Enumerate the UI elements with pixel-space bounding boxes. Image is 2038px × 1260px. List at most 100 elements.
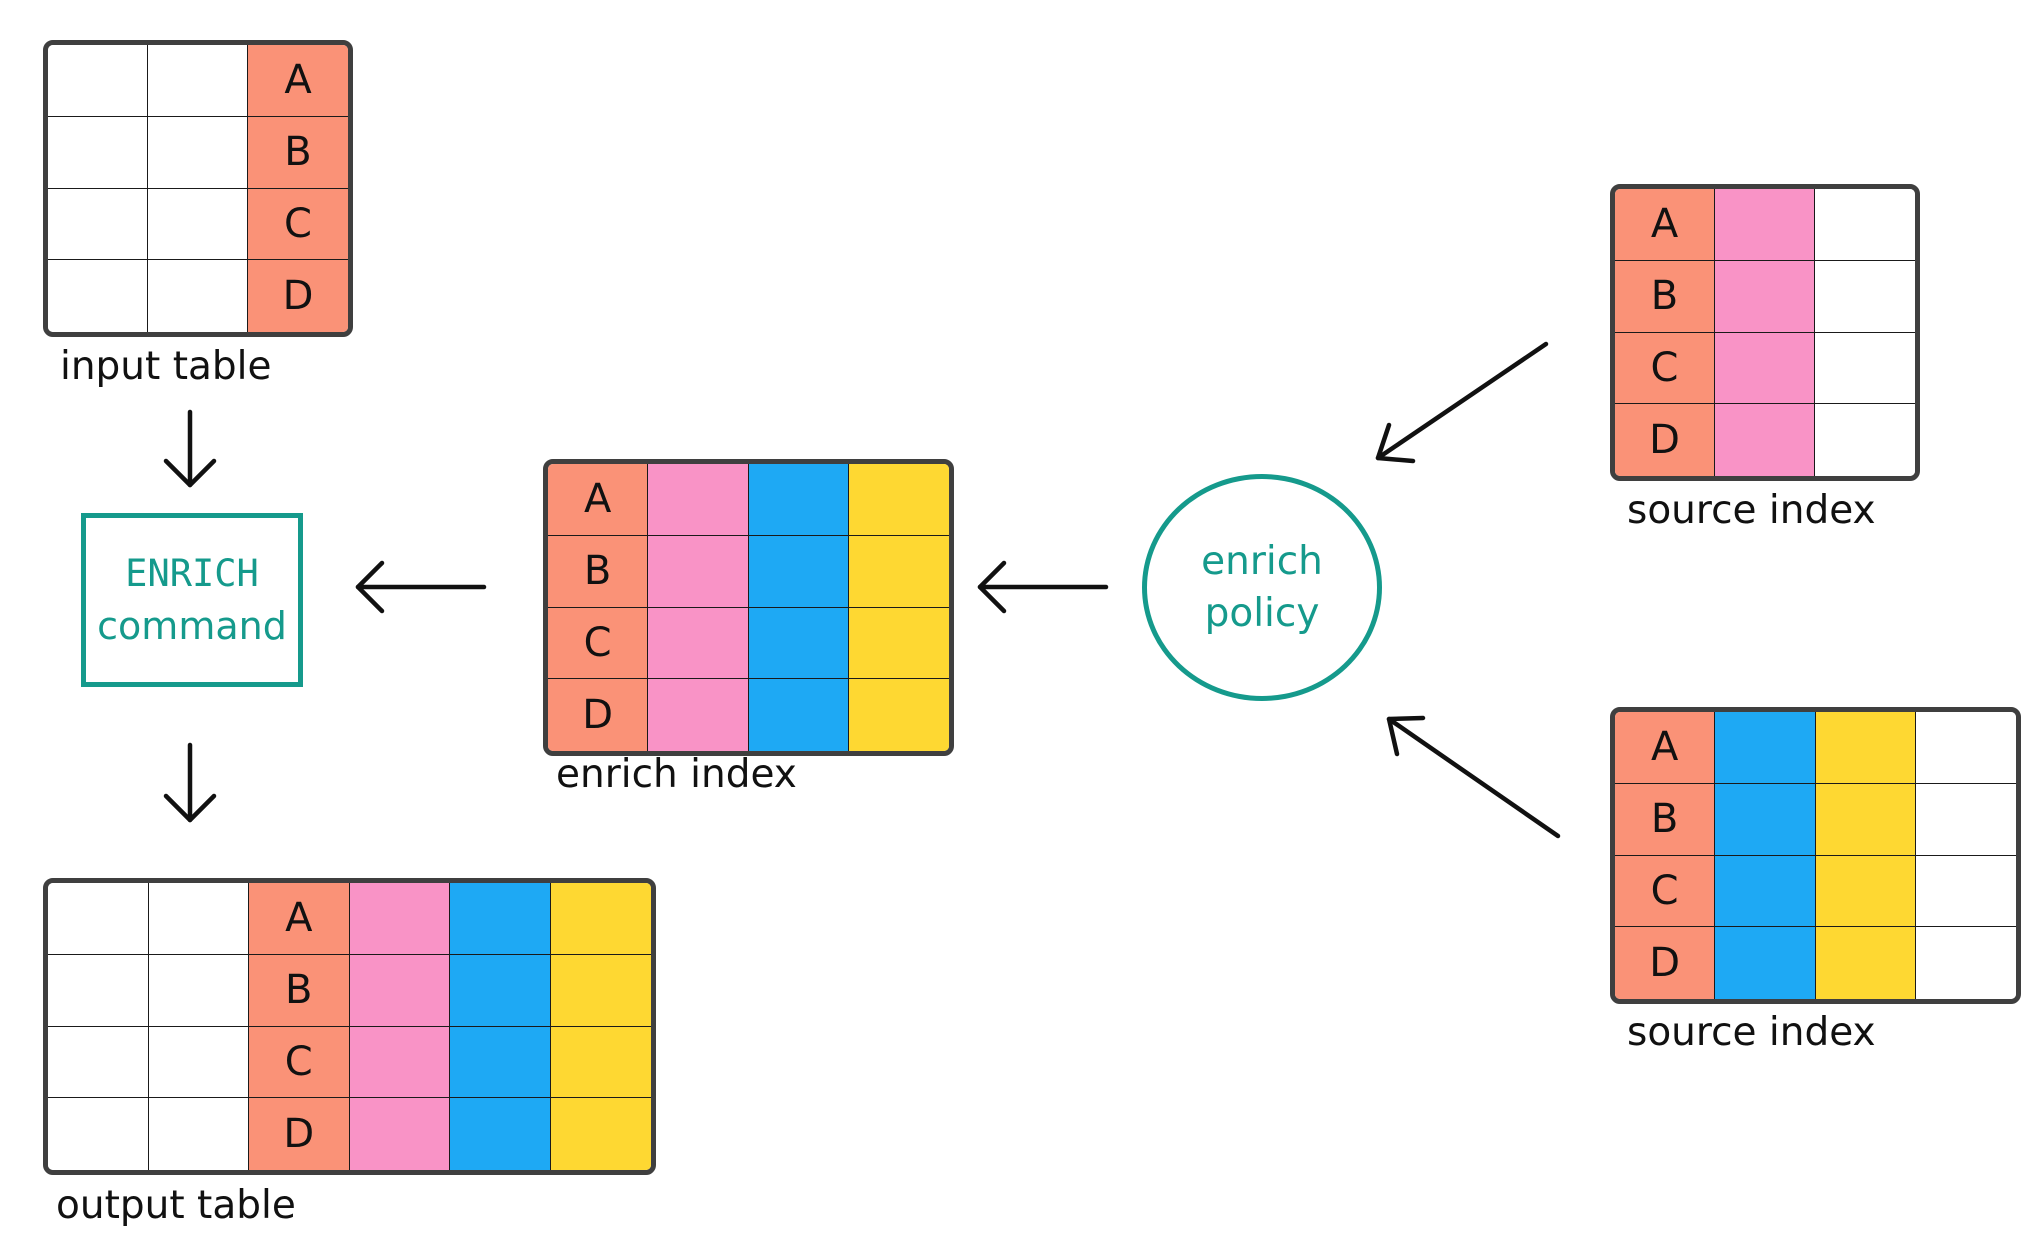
enrich-policy-circle: enrich policy [1142,474,1382,701]
blue-field-cell [748,535,849,608]
blue-field-cell [450,883,551,955]
key-cell: A [548,464,649,536]
key-cell: B [548,535,649,608]
yellow-field-cell [848,535,949,608]
blue-field-cell [748,607,849,680]
yellow-field-cell [848,607,949,680]
key-cell: D [1615,404,1715,476]
key-cell: C [548,607,649,680]
blue-field-cell [450,954,551,1027]
key-cell: D [1615,927,1716,999]
pink-field-cell [1715,404,1815,476]
key-cell: D [248,260,348,332]
key-cell: A [1615,189,1715,261]
yellow-field-cell [848,679,949,751]
key-cell: D [548,679,649,751]
pink-field-cell [1715,332,1815,405]
blue-field-cell [1715,855,1816,928]
empty-field-cell [1915,855,2016,928]
empty-field-cell [1815,260,1915,333]
arrow-source-2-to-policy [1386,715,1561,839]
empty-field-cell [148,954,249,1027]
yellow-field-cell [1815,712,1916,784]
enrich-command-keyword: ENRICH [125,552,259,595]
pink-field-cell [349,1098,450,1170]
yellow-field-cell [550,883,651,955]
yellow-field-cell [1815,783,1916,856]
arrow-enrich-index-to-command [355,560,487,614]
source-index-label-1: source index [1627,488,1876,533]
yellow-field-cell [1815,927,1916,999]
pink-field-cell [349,1026,450,1099]
empty-field-cell [148,188,248,261]
arrow-policy-to-enrich-index [977,560,1109,614]
key-cell: A [1615,712,1716,784]
pink-field-cell [648,535,749,608]
empty-field-cell [48,954,149,1027]
empty-field-cell [48,116,148,189]
blue-field-cell [450,1098,551,1170]
output-table-label: output table [56,1183,296,1228]
pink-field-cell [1715,189,1815,261]
yellow-field-cell [848,464,949,536]
empty-field-cell [48,883,149,955]
empty-field-cell [148,260,248,332]
source-index-label-2: source index [1627,1010,1876,1055]
key-cell: A [249,883,350,955]
key-cell: B [1615,783,1716,856]
empty-field-cell [1815,332,1915,405]
arrow-source-1-to-policy [1375,341,1549,464]
empty-field-cell [1915,712,2016,784]
yellow-field-cell [550,1026,651,1099]
empty-field-cell [48,188,148,261]
arrow-command-to-output [163,742,217,823]
pink-field-cell [349,883,450,955]
key-cell: B [248,116,348,189]
blue-field-cell [748,464,849,536]
pink-field-cell [648,679,749,751]
empty-field-cell [1815,189,1915,261]
key-cell: B [249,954,350,1027]
key-cell: C [1615,332,1715,405]
empty-field-cell [1915,783,2016,856]
empty-field-cell [48,1026,149,1099]
yellow-field-cell [550,1098,651,1170]
yellow-field-cell [1815,855,1916,928]
empty-field-cell [48,1098,149,1170]
pink-field-cell [648,464,749,536]
key-cell: C [1615,855,1716,928]
key-cell: D [249,1098,350,1170]
pink-field-cell [1715,260,1815,333]
pink-field-cell [648,607,749,680]
yellow-field-cell [550,954,651,1027]
blue-field-cell [1715,712,1816,784]
empty-field-cell [148,45,248,117]
empty-field-cell [48,45,148,117]
pink-field-cell [349,954,450,1027]
blue-field-cell [1715,783,1816,856]
blue-field-cell [450,1026,551,1099]
empty-field-cell [148,1098,249,1170]
blue-field-cell [1715,927,1816,999]
key-cell: B [1615,260,1715,333]
empty-field-cell [148,883,249,955]
empty-field-cell [48,260,148,332]
enrich-index-label: enrich index [556,752,797,797]
input-table-label: input table [60,344,272,389]
enrich-policy-line1: enrich [1201,538,1323,584]
arrow-input-to-command [163,409,217,488]
enrich-policy-line2: policy [1204,590,1320,636]
empty-field-cell [148,1026,249,1099]
enrich-command-text: command [97,604,287,648]
empty-field-cell [1915,927,2016,999]
empty-field-cell [148,116,248,189]
key-cell: C [249,1026,350,1099]
empty-field-cell [1815,404,1915,476]
key-cell: C [248,188,348,261]
blue-field-cell [748,679,849,751]
